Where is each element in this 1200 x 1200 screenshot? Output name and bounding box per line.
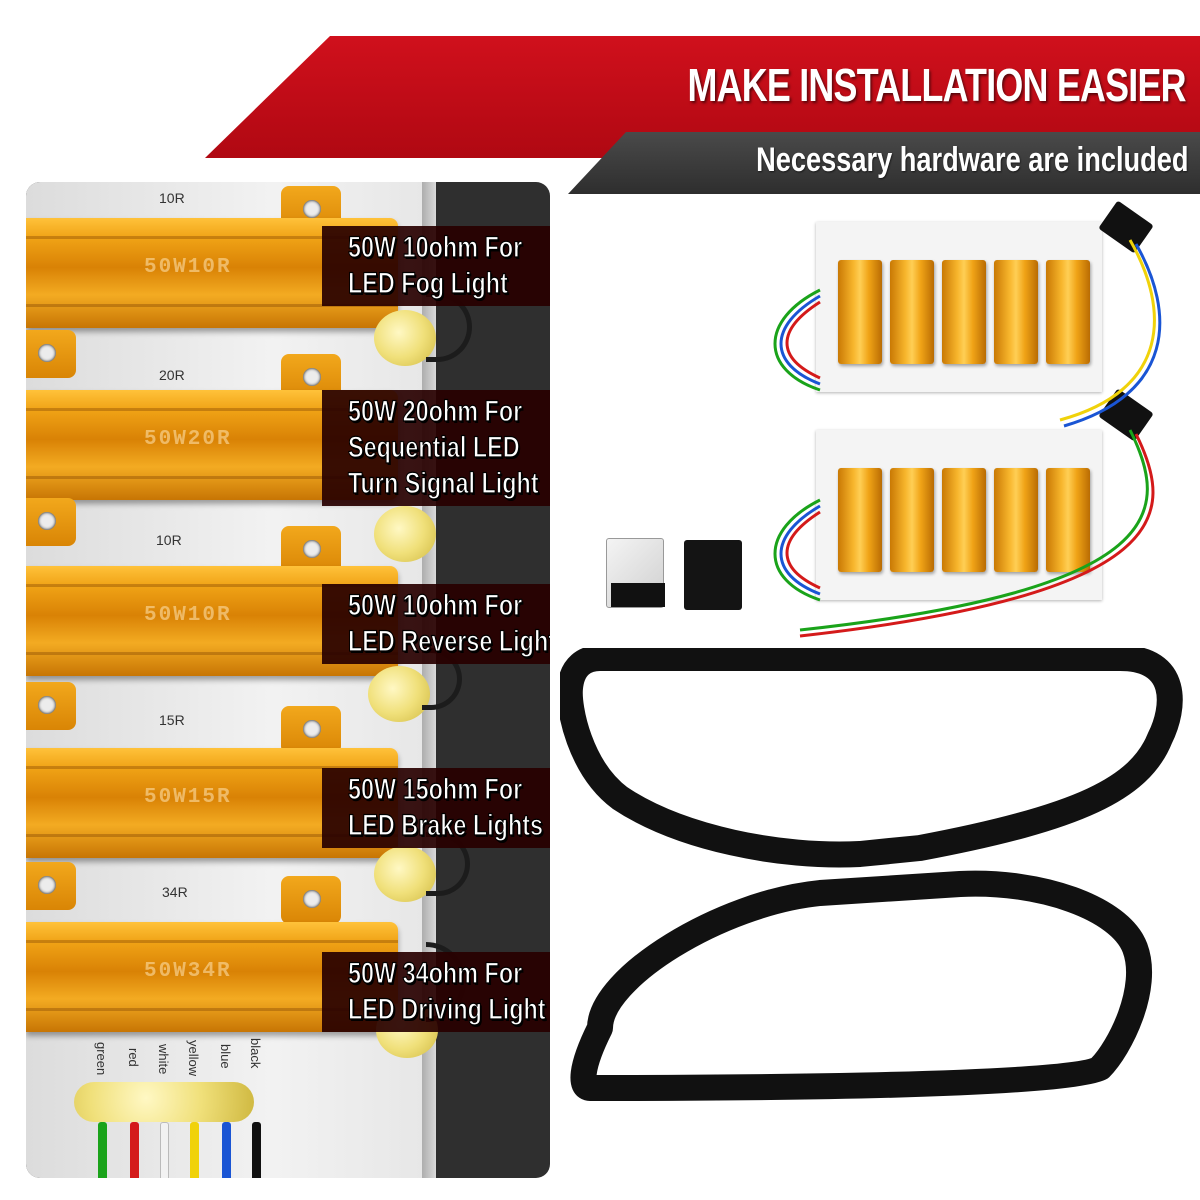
resistor-caption: 50W 10ohm For LED Fog Light	[322, 226, 550, 306]
resistor-code: 50W10R	[144, 256, 232, 279]
solder-joint	[374, 506, 436, 562]
resistor-caption: 50W 10ohm For LED Reverse Light	[322, 584, 550, 664]
adhesive-pad	[606, 538, 665, 608]
red-wire	[130, 1122, 139, 1178]
solder-joint	[368, 666, 430, 722]
resistor-photo-panel: 10R 50W10R 50W 10ohm For LED Fog Light 2…	[26, 182, 550, 1178]
mounting-tab	[26, 682, 76, 730]
mounting-tab	[281, 876, 341, 924]
board-label: 34R	[162, 884, 188, 900]
board-label: 20R	[159, 367, 185, 383]
resistor-module	[816, 430, 1102, 600]
resistor-module	[816, 222, 1102, 392]
resistor-code: 50W34R	[144, 960, 232, 983]
resistor-code: 50W15R	[144, 786, 232, 809]
headline-text: MAKE INSTALLATION EASIER	[687, 59, 1187, 111]
wire-label-yellow: yellow	[186, 1040, 201, 1077]
yellow-wire	[190, 1122, 199, 1178]
solder-joint	[374, 846, 436, 902]
resistor-code: 50W20R	[144, 428, 232, 451]
resistor-caption: 50W 34ohm For LED Driving Light	[322, 952, 550, 1032]
blue-wire	[222, 1122, 231, 1178]
subheadline-banner: Necessary hardware are included	[568, 132, 1200, 194]
resistor-caption: 50W 15ohm For LED Brake Lights	[322, 768, 550, 848]
mounting-tab	[26, 330, 76, 378]
wire-solder-pads	[74, 1082, 254, 1122]
board-label: 10R	[159, 190, 185, 206]
wire-label-black: black	[248, 1038, 263, 1069]
mounting-tab	[26, 862, 76, 910]
wire-label-green: green	[94, 1042, 109, 1076]
subheadline-text: Necessary hardware are included	[755, 141, 1188, 179]
green-wire	[98, 1122, 107, 1178]
resistor-code: 50W10R	[144, 604, 232, 627]
gaskets	[560, 648, 1183, 1101]
white-wire	[160, 1122, 169, 1178]
wire-label-red: red	[126, 1048, 141, 1067]
mounting-tab	[26, 498, 76, 546]
wire-label-blue: blue	[218, 1044, 233, 1069]
wire-harness	[773, 239, 1162, 638]
resistor-caption: 50W 20ohm For Sequential LED Turn Signal…	[322, 390, 550, 506]
board-label: 15R	[159, 712, 185, 728]
foam-pad	[684, 540, 742, 610]
board-label: 10R	[156, 532, 182, 548]
mounting-tab	[281, 706, 341, 754]
solder-joint	[374, 310, 436, 366]
wire-label-white: white	[156, 1044, 171, 1075]
black-wire	[252, 1122, 261, 1178]
